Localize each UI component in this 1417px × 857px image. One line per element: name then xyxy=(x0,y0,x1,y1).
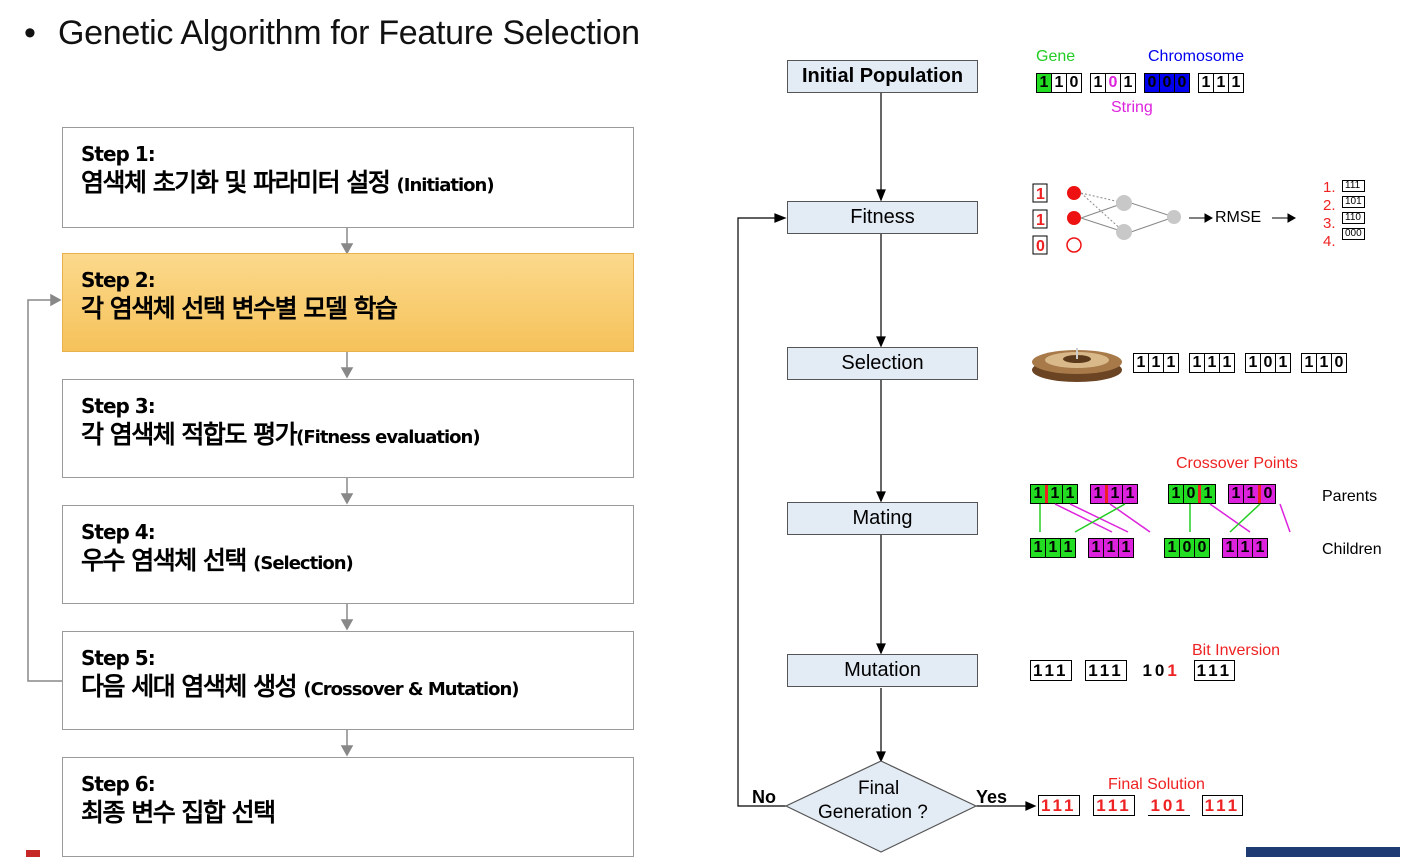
title-text: Genetic Algorithm for Feature Selection xyxy=(58,14,640,52)
corner-mark xyxy=(26,850,40,857)
decision-diamond xyxy=(784,760,978,853)
yes-label: Yes xyxy=(976,787,1008,807)
rank-list: 1.2.3.4. xyxy=(1323,179,1336,250)
bullet-icon: • xyxy=(24,14,36,52)
bit-inversion-label: Bit Inversion xyxy=(1192,642,1281,659)
final-bits: 111 111 101 111 xyxy=(1038,795,1244,816)
rmse-label: RMSE xyxy=(1215,209,1262,226)
mutation-box[interactable]: Mutation xyxy=(787,654,978,687)
final-solution-label: Final Solution xyxy=(1108,776,1205,793)
step-2-label: Step 2: xyxy=(81,268,156,292)
step-2-text: 각 염색체 선택 변수별 모델 학습 xyxy=(81,294,398,323)
step-4-box[interactable]: Step 4: 우수 염색체 선택 (Selection) xyxy=(62,505,634,604)
decision-label-1: Final xyxy=(858,778,900,799)
step-1-text: 염색체 초기화 및 파라미터 설정 (Initiation) xyxy=(81,168,495,197)
svg-text:1: 1 xyxy=(1036,186,1045,203)
gene-label: Gene xyxy=(1036,48,1076,65)
step-2-box[interactable]: Step 2: 각 염색체 선택 변수별 모델 학습 xyxy=(62,253,634,352)
parents-label: Parents xyxy=(1322,488,1378,505)
svg-text:0: 0 xyxy=(1036,238,1045,255)
step-5-label: Step 5: xyxy=(81,646,156,670)
step-3-text: 각 염색체 적합도 평가(Fitness evaluation) xyxy=(81,420,481,449)
step-1-label: Step 1: xyxy=(81,142,156,166)
children-label: Children xyxy=(1322,541,1382,558)
corner-logo-bar xyxy=(1246,847,1400,857)
rank-bits: 111 101 110 000 xyxy=(1342,180,1365,240)
page-title: • Genetic Algorithm for Feature Selection xyxy=(24,14,640,53)
selection-box[interactable]: Selection xyxy=(787,347,978,380)
step-5-text: 다음 세대 염색체 생성 (Crossover & Mutation) xyxy=(81,672,520,701)
mutation-bits: 111 111 101 111 xyxy=(1030,660,1236,681)
fitness-box[interactable]: Fitness xyxy=(787,201,978,234)
decision-label-2: Generation ? xyxy=(818,802,928,823)
step-3-label: Step 3: xyxy=(81,394,156,418)
string-label: String xyxy=(1111,99,1153,116)
step-1-box[interactable]: Step 1: 염색체 초기화 및 파라미터 설정 (Initiation) xyxy=(62,127,634,228)
step-4-text: 우수 염색체 선택 (Selection) xyxy=(81,546,354,575)
chromosome-label: Chromosome xyxy=(1148,48,1245,65)
step-4-label: Step 4: xyxy=(81,520,156,544)
svg-text:1: 1 xyxy=(1036,212,1045,229)
no-label: No xyxy=(752,787,776,807)
mating-box[interactable]: Mating xyxy=(787,502,978,535)
step-6-label: Step 6: xyxy=(81,772,156,796)
initial-population-box[interactable]: Initial Population xyxy=(787,60,978,93)
step-3-box[interactable]: Step 3: 각 염색체 적합도 평가(Fitness evaluation) xyxy=(62,379,634,478)
step-6-text: 최종 변수 집합 선택 xyxy=(81,798,276,827)
step-5-box[interactable]: Step 5: 다음 세대 염색체 생성 (Crossover & Mutati… xyxy=(62,631,634,730)
crossover-points-label: Crossover Points xyxy=(1176,455,1298,472)
